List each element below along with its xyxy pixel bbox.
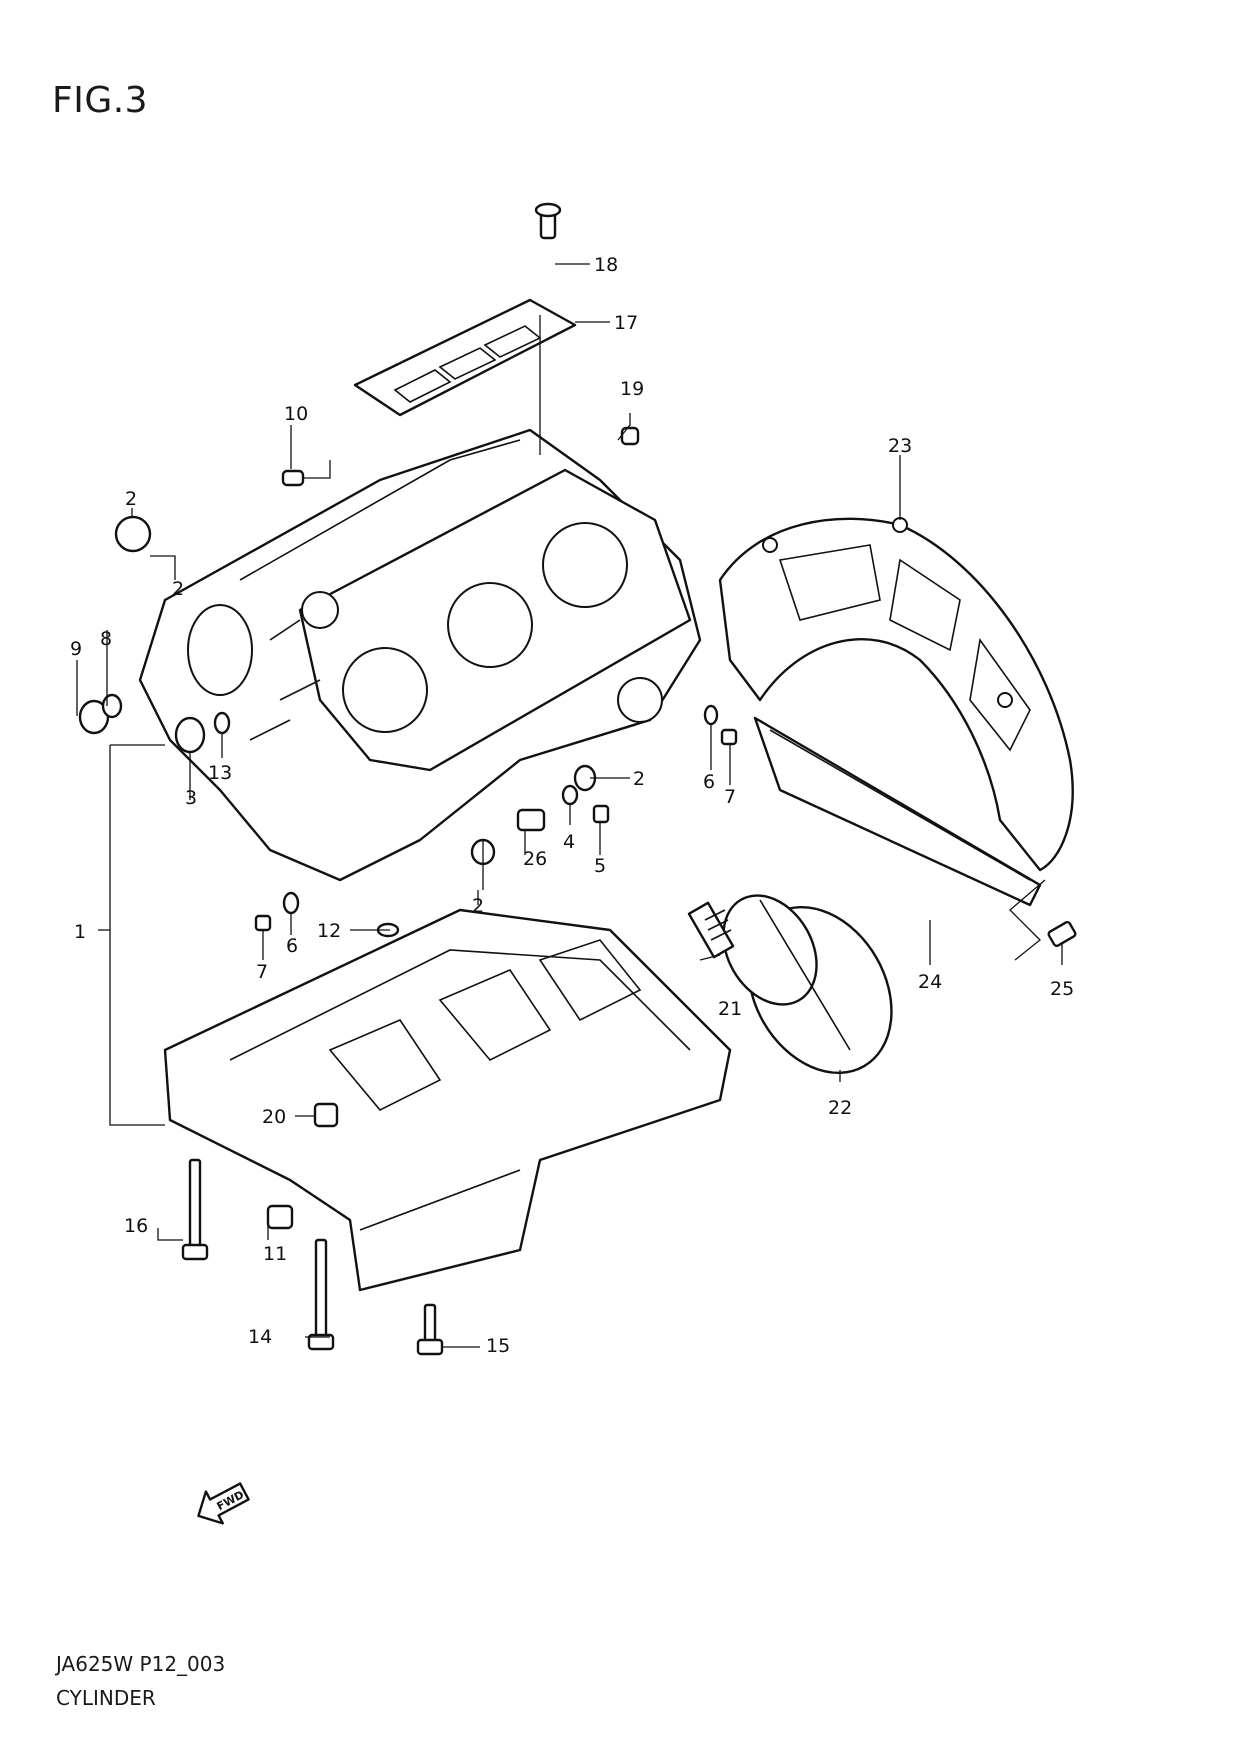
callout-3: 3	[185, 787, 197, 809]
callout-20: 20	[262, 1106, 286, 1128]
callout-1: 1	[74, 921, 86, 943]
callout-25: 25	[1050, 978, 1074, 1000]
oil-filter-22	[722, 894, 893, 1075]
callout-24: 24	[918, 971, 942, 993]
callout-5: 5	[594, 855, 606, 877]
callout-numbers: 1 2 2 2 2 3 4 5 6 6 7 7 8 9 10 11 12 13 …	[70, 254, 1074, 1357]
callout-14: 14	[248, 1326, 272, 1348]
callout-21: 21	[718, 998, 742, 1020]
callout-2-c: 2	[472, 895, 484, 917]
callout-2-a: 2	[125, 488, 137, 510]
callout-16: 16	[124, 1215, 148, 1237]
plate-24	[753, 716, 1046, 961]
fwd-arrow-icon: FWD	[197, 1482, 250, 1525]
callout-15: 15	[486, 1335, 510, 1357]
callout-6-b: 6	[286, 935, 298, 957]
plate-23	[718, 517, 1074, 872]
callout-7-b: 7	[256, 961, 268, 983]
callout-12: 12	[317, 920, 341, 942]
callout-19: 19	[620, 378, 644, 400]
crankcase-lower	[163, 908, 732, 1292]
cylinder-block	[138, 428, 702, 882]
callout-10: 10	[284, 403, 308, 425]
callout-2-b: 2	[633, 768, 645, 790]
leader-lines	[76, 263, 1063, 1348]
diagram-code: JA625W P12_003	[56, 1652, 226, 1676]
callout-22: 22	[828, 1097, 852, 1119]
small-parts	[78, 202, 1077, 1356]
gasket-17	[353, 298, 577, 417]
callout-11: 11	[263, 1243, 287, 1265]
figure-title: FIG.3	[52, 80, 149, 121]
callout-6-a: 6	[703, 771, 715, 793]
callout-4: 4	[563, 831, 575, 853]
stud-21	[687, 901, 735, 959]
callout-9: 9	[70, 638, 82, 660]
callout-18: 18	[594, 254, 618, 276]
callout-26: 26	[523, 848, 547, 870]
diagram-name: CYLINDER	[56, 1686, 156, 1710]
callout-2-d: 2	[172, 578, 184, 600]
callout-7-a: 7	[724, 786, 736, 808]
callout-8: 8	[100, 628, 112, 650]
callout-23: 23	[888, 435, 912, 457]
callout-17: 17	[614, 312, 638, 334]
callout-13: 13	[208, 762, 232, 784]
